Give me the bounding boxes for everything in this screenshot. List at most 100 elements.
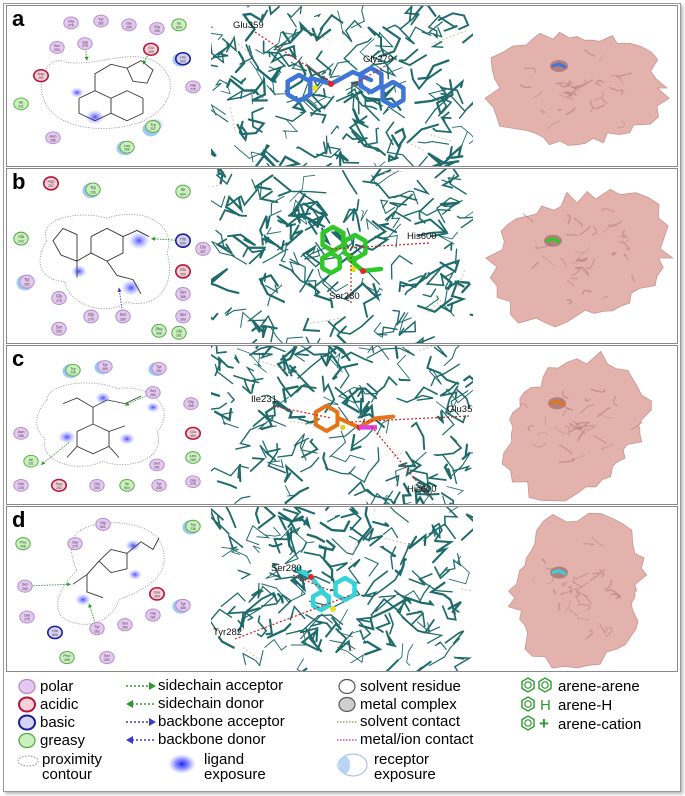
surface-fold	[519, 84, 532, 89]
receptor-stick	[325, 616, 343, 638]
surface-fold	[611, 252, 617, 257]
residue-name: Ser	[56, 324, 63, 329]
surface-fold	[603, 579, 613, 590]
residue-name: Gly	[100, 520, 106, 525]
receptor-stick	[227, 189, 258, 207]
receptor-stick	[437, 12, 470, 31]
surface-fold	[577, 604, 591, 611]
residue-number: 600	[180, 59, 186, 63]
receptor-stick	[227, 233, 257, 247]
surface-fold	[569, 426, 581, 433]
receptor-stick	[293, 507, 316, 515]
receptor-stick	[366, 346, 416, 359]
receptor-stick	[439, 381, 459, 400]
residue-name: Gly	[56, 294, 62, 299]
residue-number: 282	[94, 629, 100, 633]
receptor-stick	[443, 271, 455, 289]
receptor-stick	[211, 52, 229, 68]
receptor-stick	[441, 409, 455, 436]
solvent-contact-line	[242, 647, 259, 660]
receptor-stick	[410, 68, 442, 91]
receptor-stick	[282, 354, 293, 377]
residue-number: 242	[18, 239, 24, 243]
receptor-stick	[327, 514, 341, 523]
receptor-stick	[382, 526, 399, 539]
receptor-stick	[277, 592, 284, 604]
ligand-bond	[90, 227, 124, 262]
receptor-stick	[461, 443, 471, 461]
receptor-stick	[443, 161, 455, 166]
surface-fold	[560, 587, 578, 595]
residue-disc	[23, 454, 39, 468]
residue-disc	[175, 598, 191, 612]
receptor-stick	[337, 386, 361, 412]
receptor-stick	[341, 19, 362, 43]
receptor-stick	[452, 125, 473, 145]
receptor-stick	[265, 618, 273, 636]
surface-fold	[590, 388, 606, 393]
receptor-stick	[282, 118, 299, 139]
residue-number: 604	[180, 192, 186, 196]
receptor-stick	[272, 31, 299, 51]
residue-label-3d: His600	[407, 231, 437, 242]
surface-fold	[554, 426, 569, 435]
arene-cation-icon: +	[521, 714, 549, 733]
residue-disc	[149, 22, 165, 35]
receptor-stick	[446, 486, 465, 496]
receptor-stick	[349, 526, 384, 547]
surface-fold	[613, 395, 619, 407]
receptor-stick	[414, 6, 437, 17]
residue-number: 231	[28, 462, 34, 466]
residue-number: 254	[94, 486, 100, 490]
receptor-stick	[413, 179, 431, 195]
residue-disc	[46, 625, 63, 640]
receptor-stick	[448, 555, 470, 585]
receptor-stick	[401, 616, 435, 634]
legend-item-arene-cation: + arene-cation	[518, 714, 641, 734]
residue-disc	[183, 397, 199, 410]
receptor-stick	[265, 284, 279, 294]
receptor-stick	[438, 145, 453, 166]
solvent-contact-line	[342, 648, 357, 655]
residue-number: 498	[156, 332, 162, 336]
receptor-stick	[465, 211, 473, 218]
ligand-in-pocket	[551, 62, 567, 69]
surface-fold	[601, 208, 615, 213]
receptor-stick	[360, 209, 368, 222]
residue-disc	[149, 458, 165, 472]
receptor-stick	[394, 346, 399, 359]
residue-name: Ser	[54, 43, 61, 48]
residue-disc	[13, 479, 29, 492]
receptor-stick	[289, 252, 300, 273]
receptor-stick	[440, 492, 455, 504]
residue-disc	[119, 140, 135, 154]
receptor-stick	[376, 419, 390, 436]
interaction-arrow	[88, 603, 98, 629]
receptor-stick	[385, 121, 395, 146]
receptor-stick	[375, 594, 397, 613]
receptor-stick	[438, 231, 458, 245]
ligand-exposure-blob	[58, 430, 76, 444]
receptor-stick	[251, 76, 268, 102]
residue-name: Phe	[19, 539, 26, 544]
receptor-stick	[315, 50, 332, 76]
residue-disc	[99, 650, 115, 665]
residue-disc	[65, 363, 81, 377]
receptor-stick	[275, 110, 307, 122]
receptor-stick	[266, 85, 276, 96]
receptor-stick	[320, 352, 342, 370]
surface-fold	[571, 580, 583, 588]
receptor-stick	[379, 545, 397, 558]
receptor-stick	[211, 392, 221, 397]
surface-fold	[580, 404, 595, 414]
surface-fold	[598, 413, 614, 419]
receptor-stick	[389, 193, 414, 208]
receptor-stick	[301, 667, 308, 671]
legend-label: greasy	[40, 732, 86, 749]
residue-name: Glu	[148, 45, 154, 50]
receptor-stick	[406, 123, 440, 144]
legend-label: sidechain acceptor	[158, 677, 284, 694]
receptor-stick	[221, 35, 238, 53]
ligand-bond	[94, 63, 128, 91]
